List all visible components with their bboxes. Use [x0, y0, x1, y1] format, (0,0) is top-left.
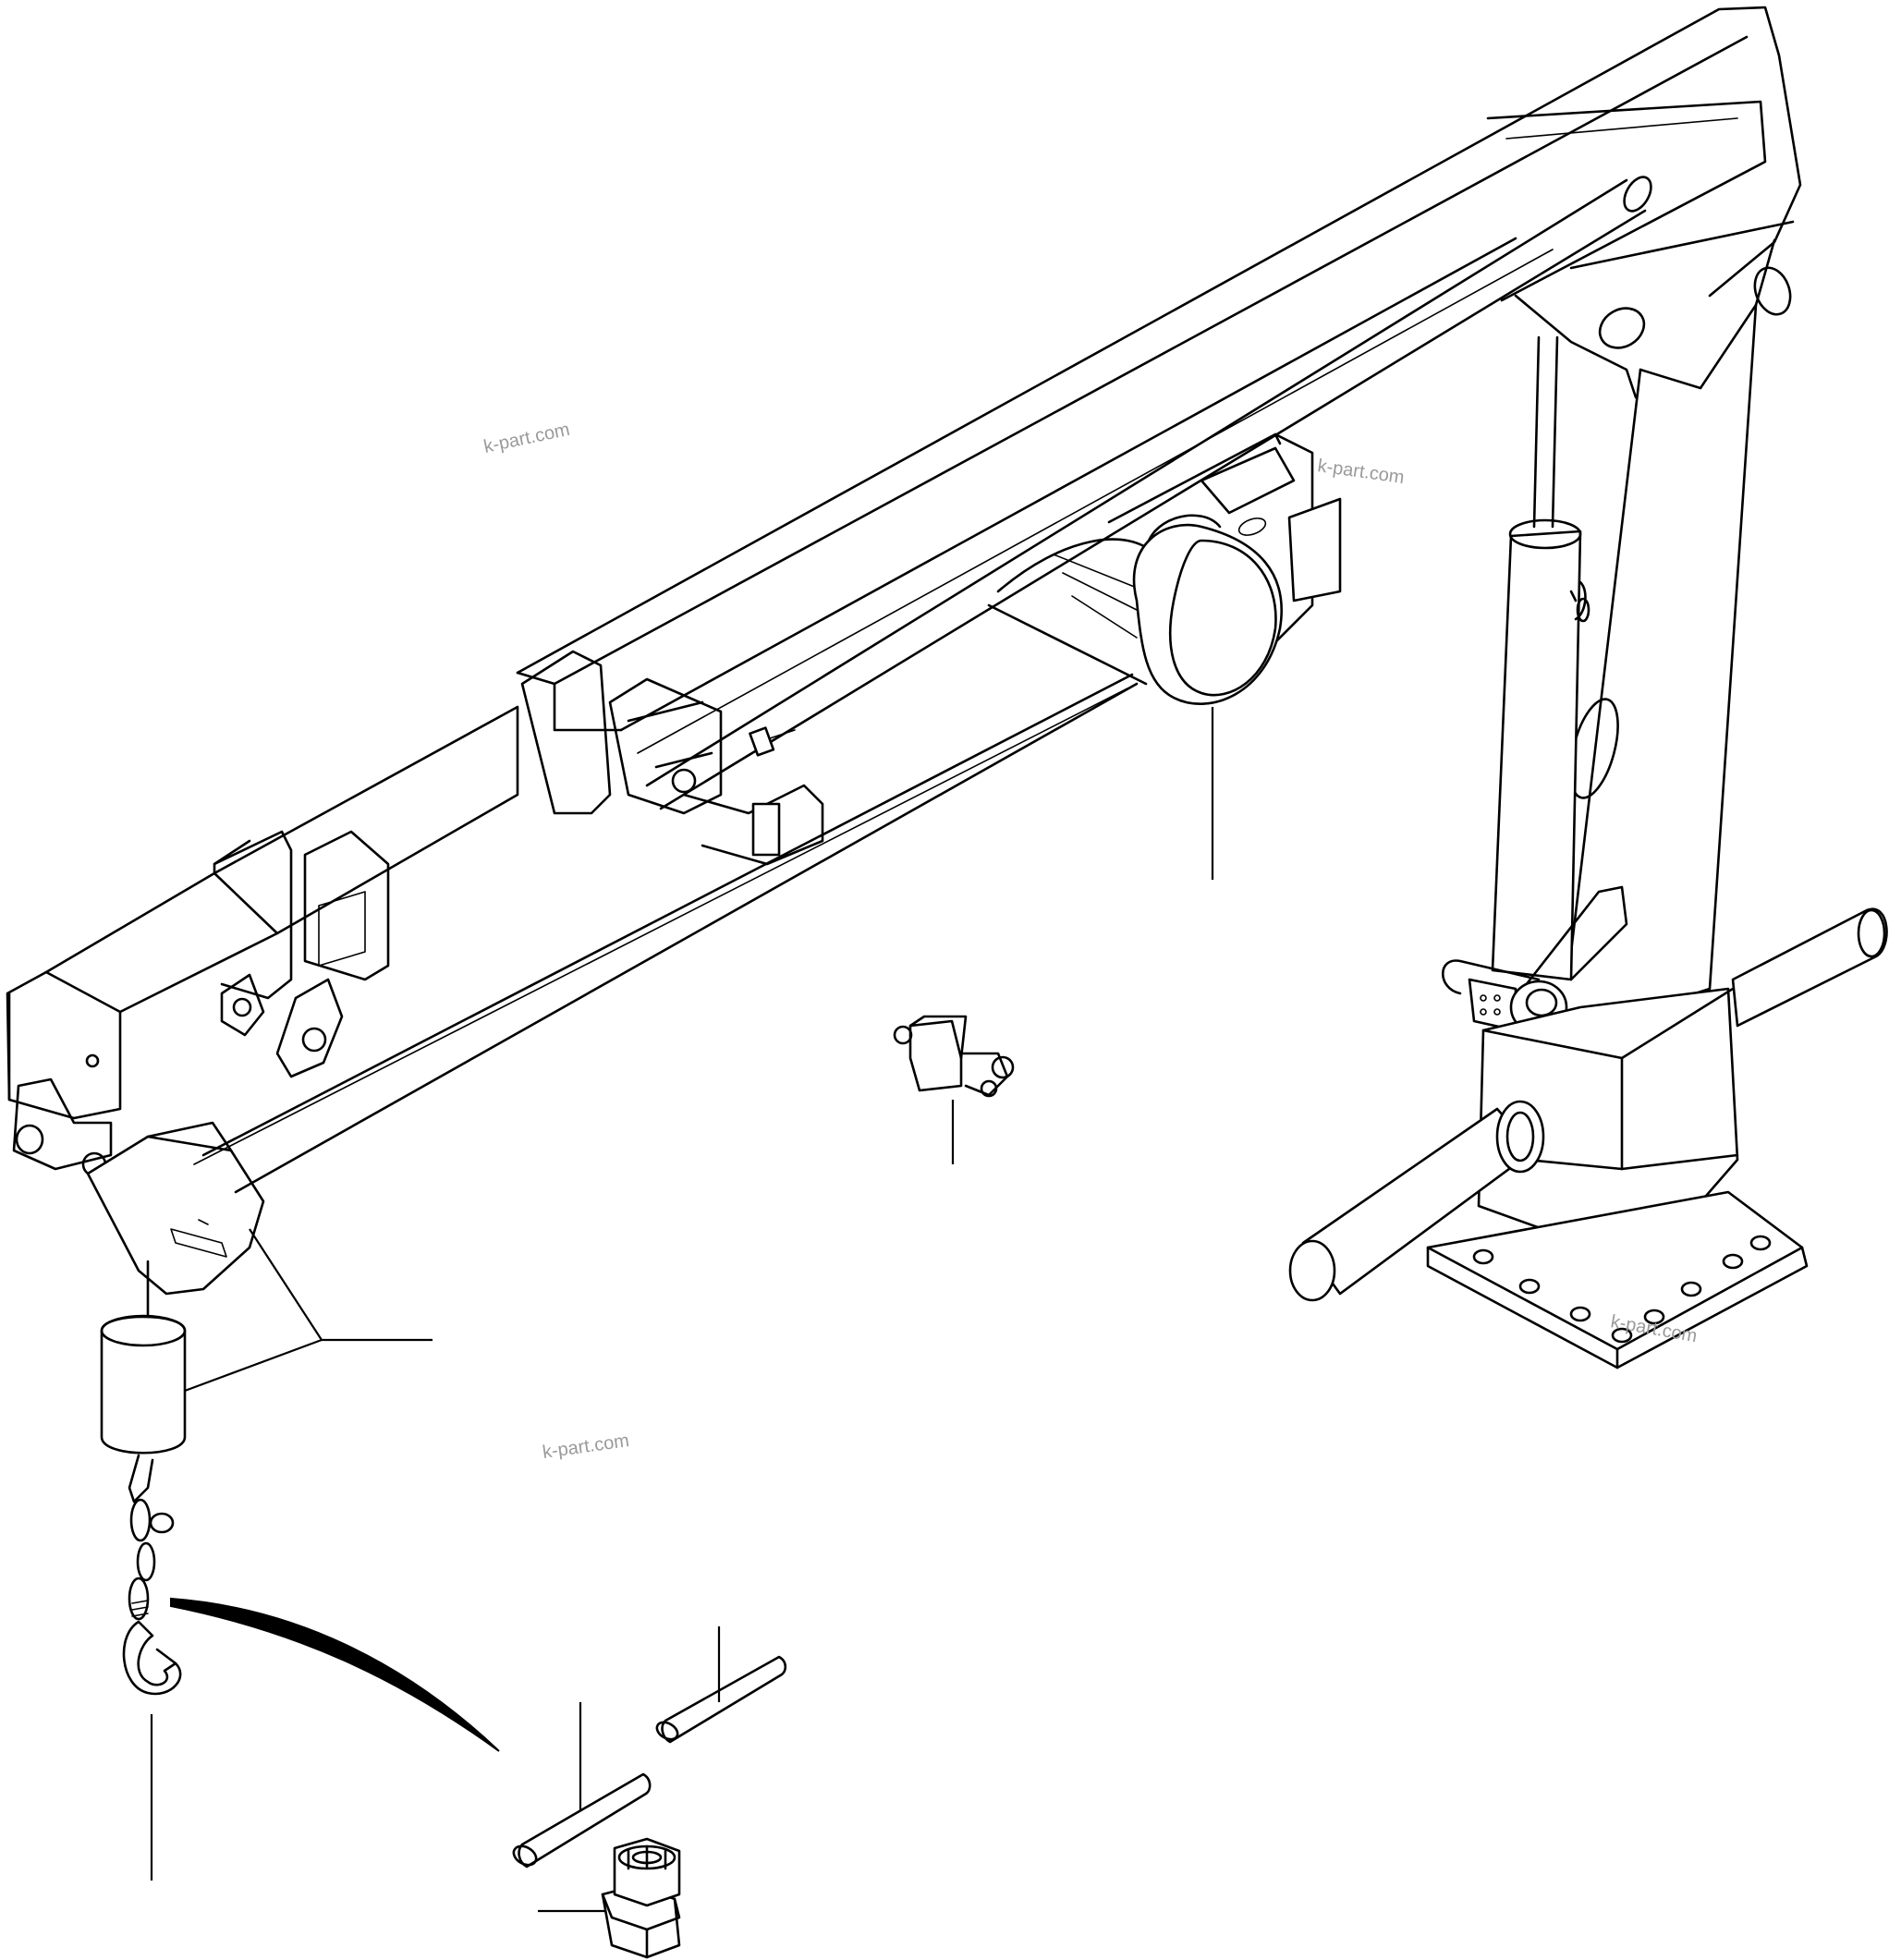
watermark-3: k-part.com	[542, 1430, 631, 1463]
hoist-cable	[146, 673, 1139, 1323]
roll-pin-long	[655, 1655, 787, 1744]
watermark-2: k-part.com	[1316, 456, 1406, 488]
leader-sheave	[249, 1228, 433, 1342]
castle-nut	[601, 1837, 681, 1959]
main-boom	[6, 6, 1802, 1177]
lifting-hook	[122, 1620, 182, 1696]
hook-chain	[128, 1454, 175, 1621]
detail-arrow	[170, 1597, 500, 1752]
roll-pin-short	[512, 1772, 652, 1869]
winch-drum	[987, 432, 1342, 705]
callout-leaders	[150, 707, 1214, 1913]
watermark-1: k-part.com	[481, 420, 571, 457]
base-plate	[1426, 1190, 1809, 1370]
sheave-block	[86, 1121, 265, 1296]
limit-switch	[893, 1015, 1015, 1098]
leader-weight	[184, 1338, 323, 1393]
pedestal	[1477, 987, 1739, 1268]
lift-cylinder	[1441, 335, 1628, 1035]
pedestal-crossbar	[1288, 907, 1888, 1302]
hook-weight	[100, 1314, 187, 1455]
